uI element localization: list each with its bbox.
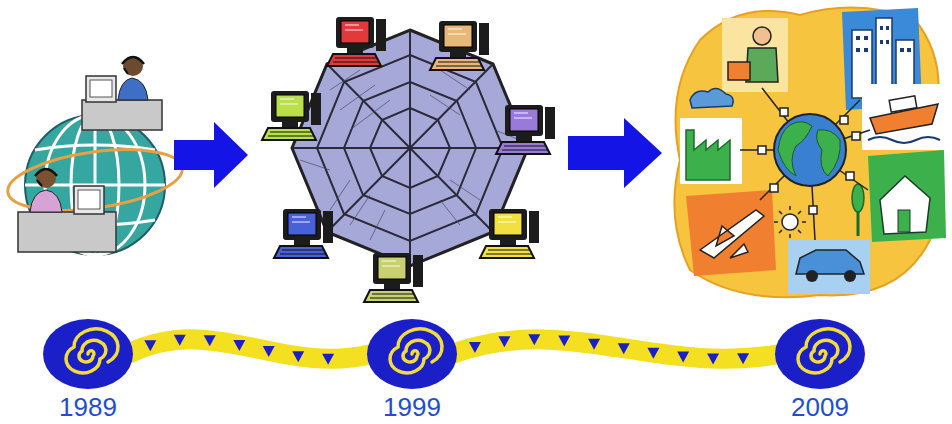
- spiral-circle: [774, 318, 866, 390]
- spiral-circle: [42, 318, 134, 390]
- year-label: 1999: [346, 392, 478, 422]
- web-illustration: [262, 17, 555, 302]
- globe-illustration: [4, 56, 186, 255]
- progress-arrow: [174, 122, 248, 188]
- year-label: 2009: [754, 392, 886, 422]
- timeline-node: 1999: [366, 318, 458, 422]
- timeline-band: [452, 334, 780, 364]
- progress-arrow: [568, 118, 662, 188]
- timeline-node: 2009: [774, 318, 866, 422]
- world-collage: [674, 8, 946, 298]
- spiral-circle: [366, 318, 458, 390]
- timeline-band: [128, 335, 372, 365]
- year-label: 1989: [22, 392, 154, 422]
- timeline-node: 1989: [42, 318, 134, 422]
